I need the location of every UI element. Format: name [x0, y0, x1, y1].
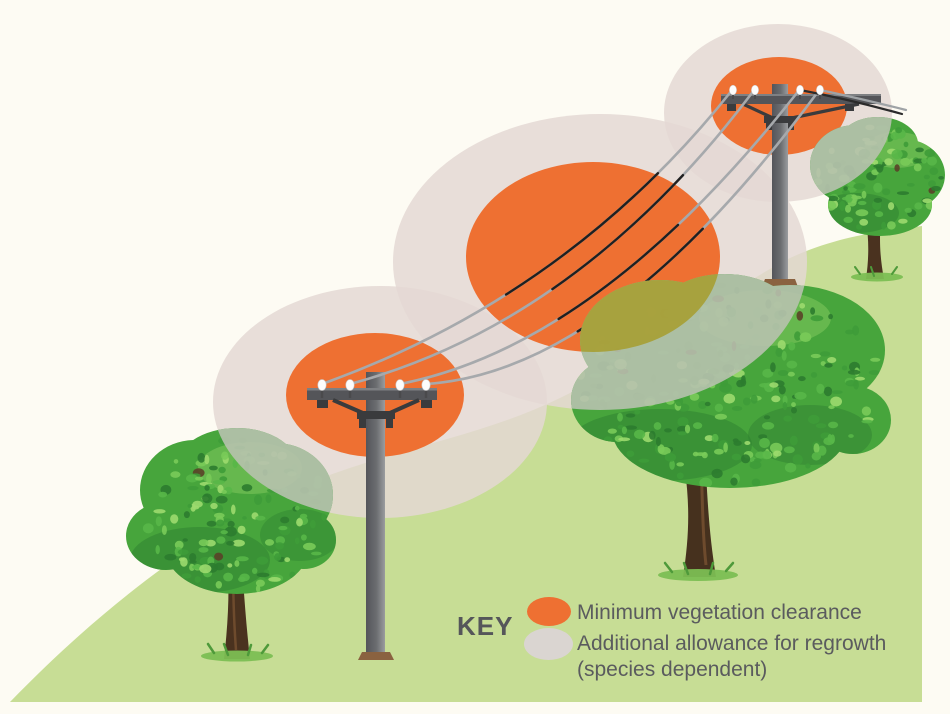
power-line-2-span	[348, 87, 757, 386]
key-heading: KEY	[457, 611, 514, 641]
trimmed-olive-patch	[571, 274, 720, 352]
tree-left	[126, 428, 336, 662]
insulator-pin	[421, 379, 431, 398]
insulator-pin	[729, 84, 737, 99]
insulator-pin	[345, 379, 355, 398]
regrowth-allowance-label-line-1: Additional allowance for regrowth	[577, 632, 887, 655]
regrowth-allowance-label-line-2: (species dependent)	[577, 658, 768, 681]
minimum-clearance-swatch	[527, 597, 571, 626]
grass-tuft	[851, 266, 903, 282]
regrowth-allowance-label: Additional allowance for regrowth (speci…	[577, 631, 886, 683]
crossarm	[307, 388, 437, 400]
tree-left-trimmed-foliage	[213, 428, 336, 518]
insulator-pin	[317, 379, 327, 398]
power-line-3-span	[398, 87, 802, 386]
tree-left-foliage-texture	[142, 437, 327, 593]
insulator-pin	[751, 84, 759, 99]
insulators	[317, 84, 824, 398]
trimmed-grey-green-patch	[571, 274, 807, 410]
insulator-pin	[816, 84, 824, 99]
power-pole-left	[307, 372, 437, 660]
insulator-pin	[796, 84, 804, 99]
power-line-1-span	[320, 87, 735, 386]
tree-right	[571, 274, 891, 581]
power-line-stub-2	[818, 88, 908, 112]
tree-top-right-trimmed-foliage	[810, 117, 892, 202]
minimum-clearance-label: Minimum vegetation clearance	[577, 601, 862, 624]
insulator-pin	[395, 379, 405, 398]
grass-tuft	[658, 561, 738, 581]
pole-shaft	[366, 372, 385, 658]
power-line-stub-1	[798, 88, 904, 116]
regrowth-allowance-swatch	[524, 628, 573, 660]
pole-base-pad	[358, 652, 394, 660]
tree-right-trimmed-foliage	[571, 274, 807, 410]
grass-tuft	[201, 642, 273, 662]
